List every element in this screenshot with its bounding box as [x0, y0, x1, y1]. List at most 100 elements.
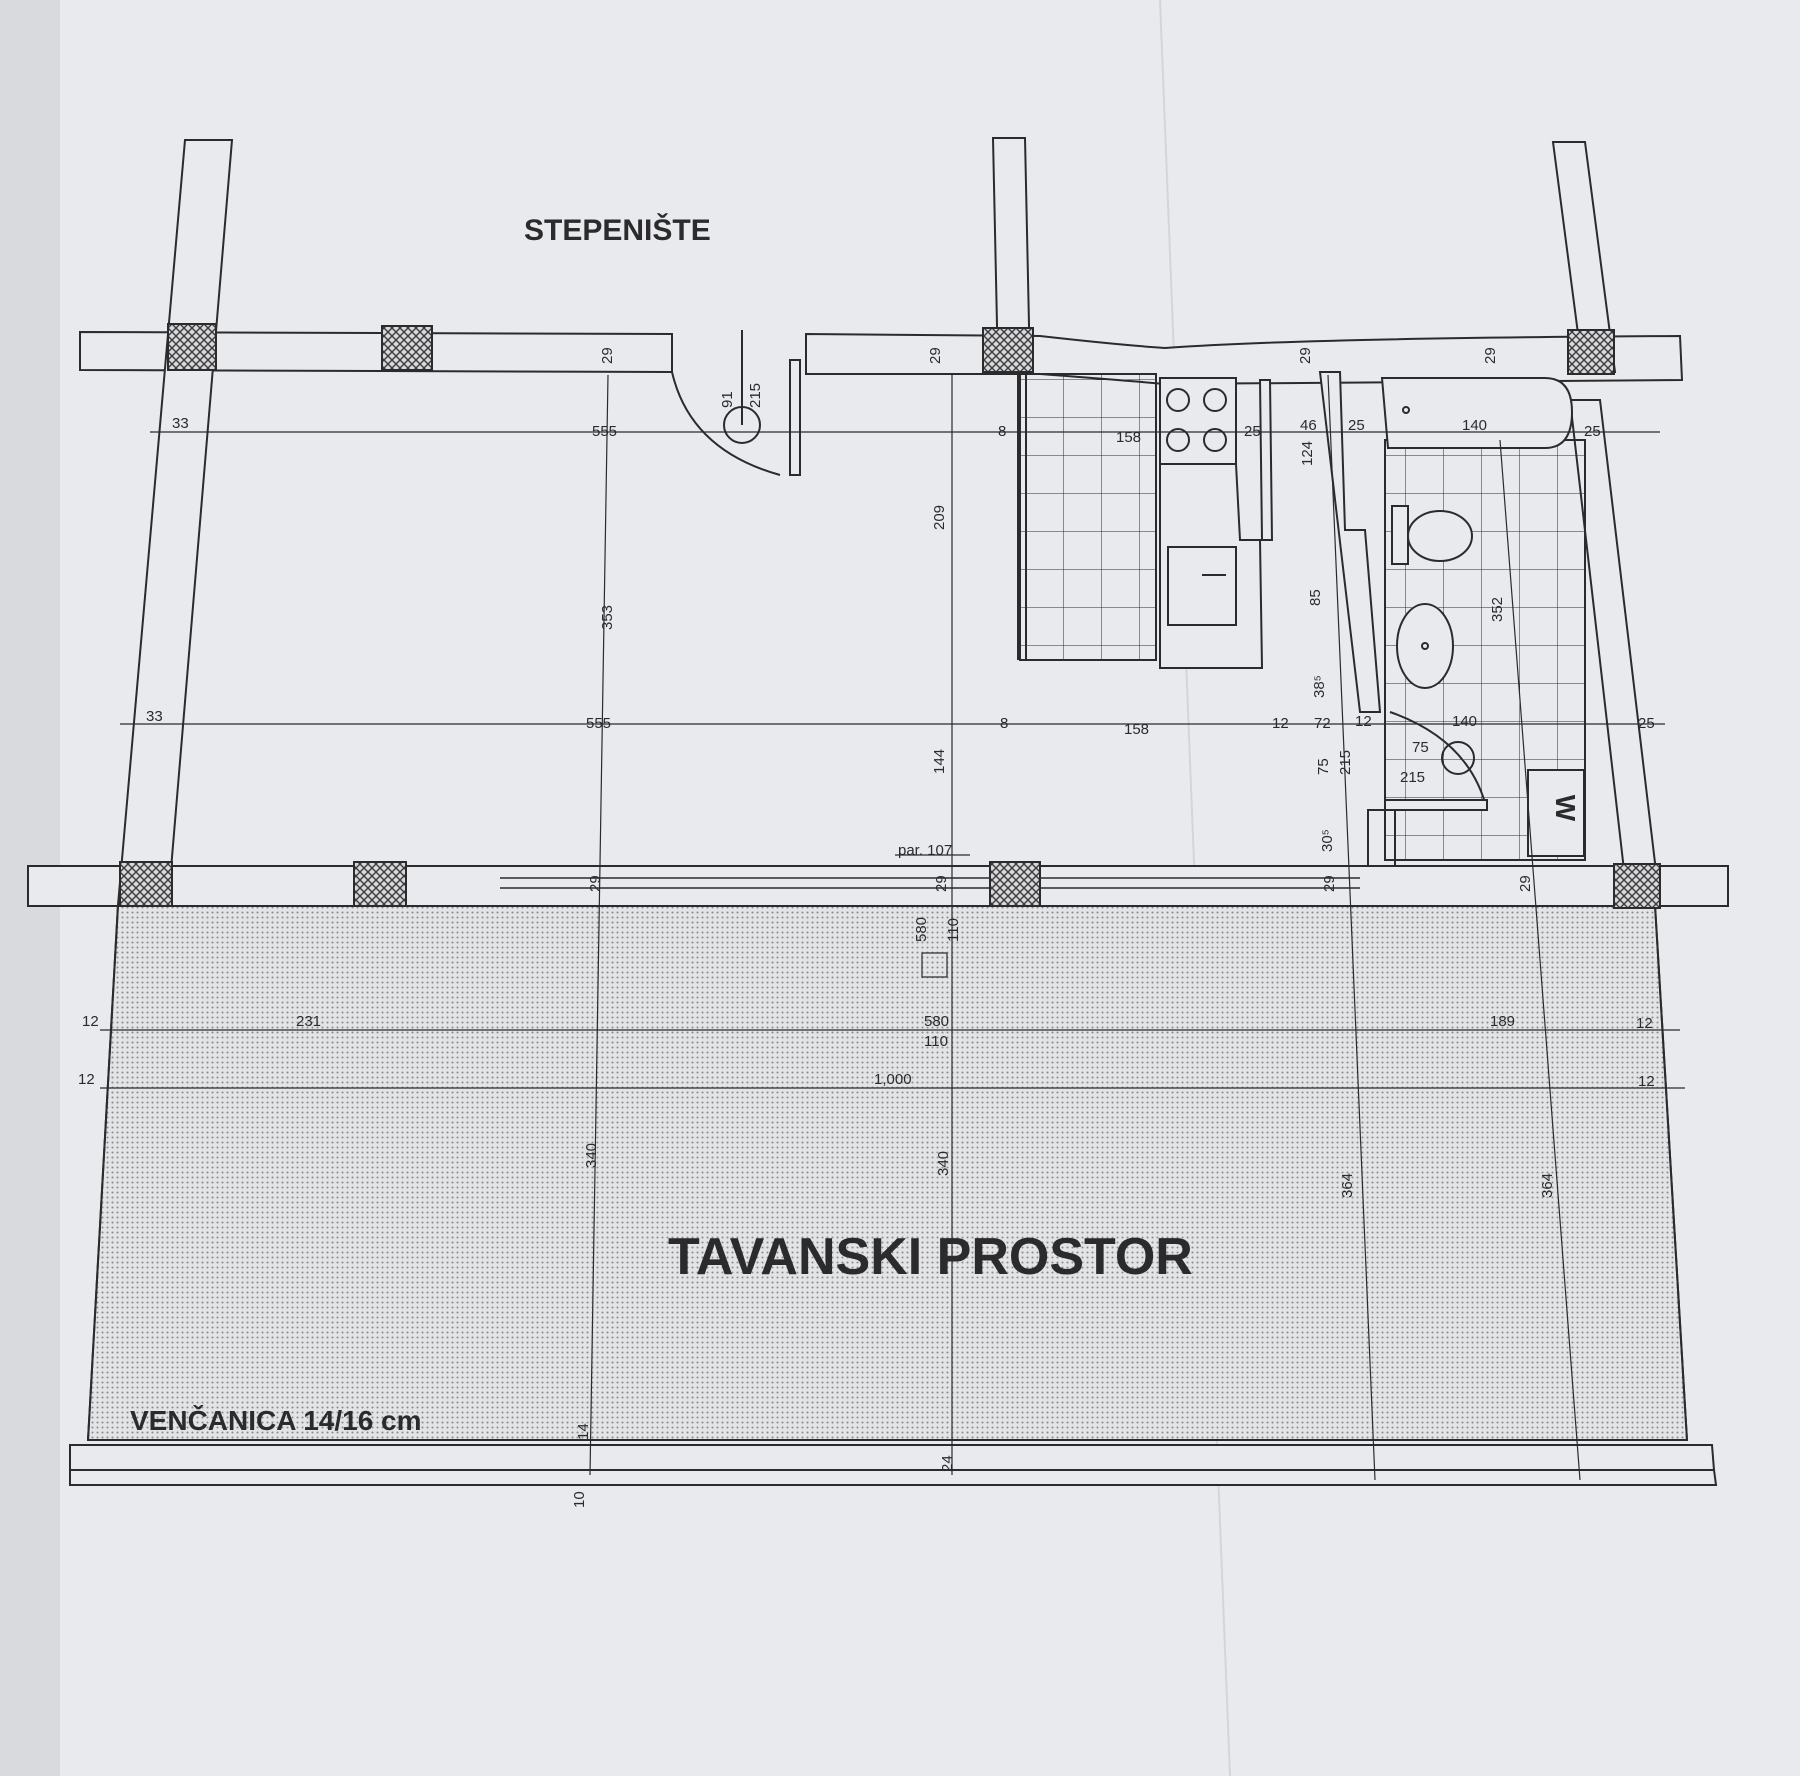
- washer-label: W: [1550, 795, 1581, 822]
- dim-label: 140: [1462, 417, 1487, 434]
- dim-label: 352: [1489, 597, 1506, 622]
- dim-label: 10: [571, 1491, 588, 1508]
- dim-label: 25: [1638, 715, 1655, 732]
- dim-label: 1,000: [874, 1071, 912, 1088]
- dim-label: 12: [1355, 713, 1372, 730]
- dim-label: 555: [586, 715, 611, 732]
- dim-label: 29: [1517, 875, 1534, 892]
- dim-label: 30⁵: [1319, 829, 1336, 852]
- dim-label: 38⁵: [1311, 675, 1328, 698]
- toilet-bowl: [1407, 510, 1473, 562]
- burner: [1166, 388, 1190, 412]
- ceiling-hatch: [921, 952, 948, 978]
- entrance-door-leaf: [789, 359, 801, 476]
- dim-label: 364: [1339, 1173, 1356, 1198]
- roof-edge-strip-2: [69, 1469, 1718, 1486]
- dim-label: 25: [1244, 423, 1261, 440]
- dim-label: 124: [1299, 441, 1316, 466]
- dim-label: 110: [945, 918, 962, 942]
- column-hatch: [119, 861, 173, 907]
- bathroom-door-handle: [1441, 741, 1475, 775]
- dim-label: 144: [931, 749, 948, 774]
- entrance-door-swing: [671, 371, 781, 476]
- column-hatch: [1567, 329, 1615, 375]
- window-strip: [500, 877, 1360, 889]
- dim-label: 209: [931, 505, 948, 530]
- dim-label: 12: [82, 1013, 99, 1030]
- toilet-tank: [1391, 505, 1409, 565]
- dim-label: 340: [935, 1151, 952, 1176]
- dim-label: 189: [1490, 1013, 1515, 1030]
- dim-label: 33: [146, 708, 163, 725]
- dim-label: 215: [1400, 769, 1425, 786]
- dim-label: 29: [933, 875, 950, 892]
- dim-label: 91: [719, 391, 736, 408]
- partition-wall: [1258, 379, 1274, 541]
- dim-line-v-right1: [1327, 374, 1376, 1481]
- bathtub-drain: [1402, 406, 1410, 414]
- dim-label: 12: [78, 1071, 95, 1088]
- bottom-wall: [27, 865, 1729, 907]
- dim-label: 12: [1272, 715, 1289, 732]
- beam-label: VENČANICA 14/16 cm: [130, 1404, 422, 1436]
- parapet-label: par. 107: [898, 842, 952, 859]
- bathtub: [1380, 377, 1574, 449]
- dim-label: 231: [296, 1013, 321, 1030]
- kitchen-sink: [1167, 546, 1237, 626]
- dim-label: 75: [1412, 739, 1429, 756]
- dim-label: 46: [1300, 417, 1317, 434]
- burner: [1203, 428, 1227, 452]
- dim-label: 12: [1638, 1073, 1655, 1090]
- bathroom-door-swing: [1389, 711, 1488, 811]
- attic-left-edge: [87, 904, 119, 1441]
- attic-label: TAVANSKI PROSTOR: [668, 1228, 1193, 1286]
- dim-label: 353: [599, 605, 616, 630]
- column-hatch: [353, 861, 407, 907]
- dim-label: 8: [1000, 715, 1008, 732]
- dim-label: 24: [939, 1455, 956, 1472]
- dim-line-v-left: [589, 374, 609, 1476]
- dim-label: 110: [924, 1033, 948, 1050]
- bathroom-door-leaf: [1384, 799, 1488, 811]
- dim-label: 14: [575, 1423, 592, 1440]
- dim-label: 364: [1539, 1173, 1556, 1198]
- dim-line-v-right2: [1499, 439, 1581, 1481]
- dim-label: 215: [747, 383, 764, 408]
- dim-label: 12: [1636, 1015, 1653, 1032]
- dim-label: 29: [1321, 875, 1338, 892]
- dim-label: 8: [998, 423, 1006, 440]
- dim-label: 580: [924, 1013, 949, 1030]
- dim-label: 33: [172, 415, 189, 432]
- dim-label: 140: [1452, 713, 1477, 730]
- washing-machine: [1527, 769, 1585, 857]
- dim-label: 72: [1314, 715, 1331, 732]
- column-hatch: [982, 327, 1034, 373]
- dim-label: 215: [1337, 750, 1354, 775]
- washbasin-drain: [1421, 642, 1429, 650]
- burner: [1166, 428, 1190, 452]
- dim-label: 158: [1116, 429, 1141, 446]
- roof-edge-strip: [69, 1444, 1716, 1471]
- dim-label: 29: [927, 347, 944, 364]
- dim-label: 340: [583, 1143, 600, 1168]
- dim-label: 25: [1348, 417, 1365, 434]
- kitchen-tiles: [1019, 373, 1157, 661]
- dim-label: 75: [1315, 758, 1332, 775]
- dim-label: 29: [587, 875, 604, 892]
- washbasin: [1396, 603, 1454, 689]
- dim-label: 555: [592, 423, 617, 440]
- dim-label: 85: [1307, 589, 1324, 606]
- attic-right-edge: [1654, 904, 1688, 1441]
- dim-label: 29: [599, 347, 616, 364]
- dim-label: 580: [913, 917, 930, 942]
- dim-label: 29: [1482, 347, 1499, 364]
- column-hatch: [167, 323, 217, 371]
- bath-wall: [1318, 371, 1382, 713]
- column-hatch: [381, 325, 433, 371]
- attic-area: [86, 904, 1689, 1441]
- stairs-label: STEPENIŠTE: [524, 213, 711, 247]
- column-hatch: [1613, 863, 1661, 909]
- burner: [1203, 388, 1227, 412]
- dim-label: 158: [1124, 721, 1149, 738]
